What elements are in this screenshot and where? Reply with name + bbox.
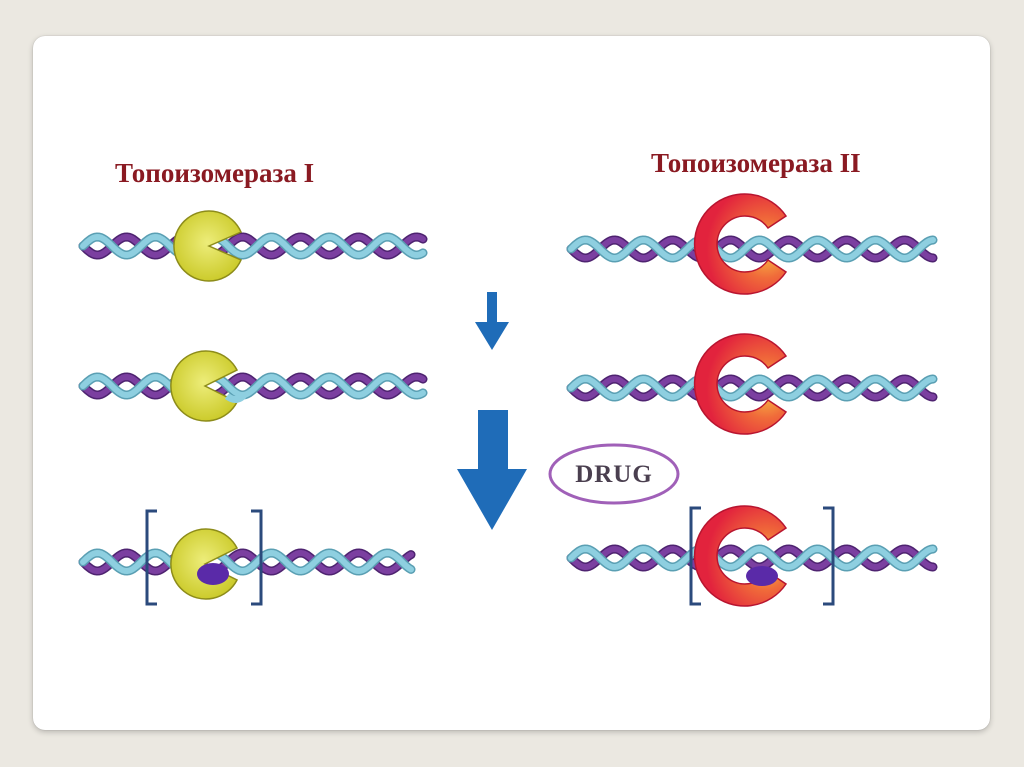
dna-strand <box>568 545 936 571</box>
dna-right-1 <box>566 235 938 263</box>
dna-strand <box>568 375 936 401</box>
topo1-bracket <box>145 509 263 606</box>
topo1-title: Топоизомераза I <box>115 158 315 188</box>
topo1-enzyme-intact <box>173 210 242 282</box>
diagram-canvas <box>78 193 938 607</box>
topo1-enzyme-trapped <box>170 528 239 600</box>
dna-strand <box>80 549 414 575</box>
topo2-bracket <box>689 506 835 606</box>
dna-strand <box>80 373 426 399</box>
topo1-enzyme-cleaved <box>170 350 248 422</box>
dna-strand <box>568 236 936 262</box>
dna-left-3 <box>78 548 416 576</box>
topo2-enzyme-intact <box>693 193 788 295</box>
drug-ellipse <box>548 443 680 505</box>
dna-left-2 <box>78 372 428 400</box>
drug-molecule <box>197 563 229 585</box>
dna-left-1 <box>78 232 428 260</box>
large-down-arrow <box>457 410 527 530</box>
slide: Топоизомераза I Топоизомераза II <box>33 36 990 730</box>
dna-right-3 <box>566 544 938 572</box>
dna-strand <box>80 233 426 259</box>
topo2-enzyme-trapped <box>693 505 788 607</box>
dna-strand <box>80 549 414 575</box>
drug-molecule <box>746 566 778 586</box>
topo2-title: Топоизомераза II <box>651 148 861 178</box>
topo2-enzyme-cleaved <box>693 333 788 435</box>
small-down-arrow <box>475 292 509 350</box>
drug-label: DRUG <box>575 461 653 488</box>
dna-right-2 <box>566 374 938 402</box>
